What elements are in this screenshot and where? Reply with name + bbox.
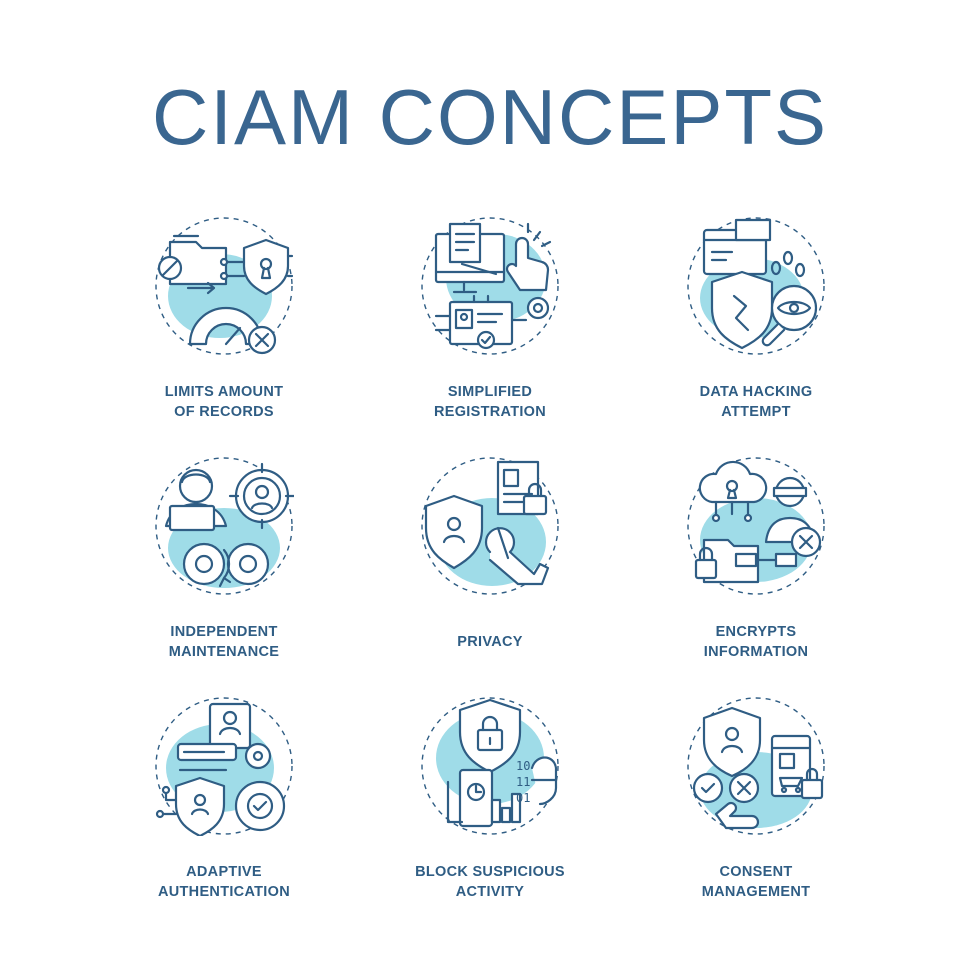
concept-label-block: BLOCK SUSPICIOUS ACTIVITY — [415, 864, 565, 900]
concept-label-privacy: PRIVACY — [457, 634, 523, 650]
concept-label-hacking: DATA HACKING ATTEMPT — [699, 384, 813, 420]
registration-icon — [421, 217, 559, 355]
records-limit-icon — [155, 217, 294, 355]
svg-text:11: 11 — [516, 775, 530, 789]
encryption-icon — [687, 457, 825, 595]
consent-icon — [687, 697, 825, 835]
concept-card-adaptive: ADAPTIVE AUTHENTICATION — [104, 696, 344, 926]
concept-card-records: LIMITS AMOUNT OF RECORDS — [104, 216, 344, 446]
concept-label-adaptive: ADAPTIVE AUTHENTICATION — [157, 864, 290, 900]
concept-label-maintenance: INDEPENDENT MAINTENANCE — [168, 624, 280, 660]
concept-label-registration: SIMPLIFIED REGISTRATION — [433, 384, 547, 420]
svg-text:10: 10 — [516, 759, 530, 773]
concept-card-registration: SIMPLIFIED REGISTRATION — [370, 216, 610, 446]
concept-label-records: LIMITS AMOUNT OF RECORDS — [164, 384, 284, 420]
concept-card-block: 10 11 01 BLOCK SUSPICIOUS ACTIVITY — [370, 696, 610, 926]
maintenance-icon — [155, 457, 294, 595]
concept-label-encryption: ENCRYPTS INFORMATION — [703, 624, 809, 660]
block-activity-icon: 10 11 01 — [421, 697, 559, 835]
privacy-icon — [421, 457, 559, 595]
concept-card-encryption: ENCRYPTS INFORMATION — [636, 456, 876, 686]
hacking-attempt-icon — [687, 217, 825, 355]
concept-card-hacking: DATA HACKING ATTEMPT — [636, 216, 876, 446]
concept-card-maintenance: INDEPENDENT MAINTENANCE — [104, 456, 344, 686]
page-title: CIAM CONCEPTS — [151, 73, 829, 161]
concept-label-consent: CONSENT MANAGEMENT — [701, 864, 811, 900]
svg-text:01: 01 — [516, 791, 530, 805]
adaptive-auth-icon — [155, 697, 293, 836]
concept-card-privacy: PRIVACY — [370, 456, 610, 686]
concept-card-consent: CONSENT MANAGEMENT — [636, 696, 876, 926]
